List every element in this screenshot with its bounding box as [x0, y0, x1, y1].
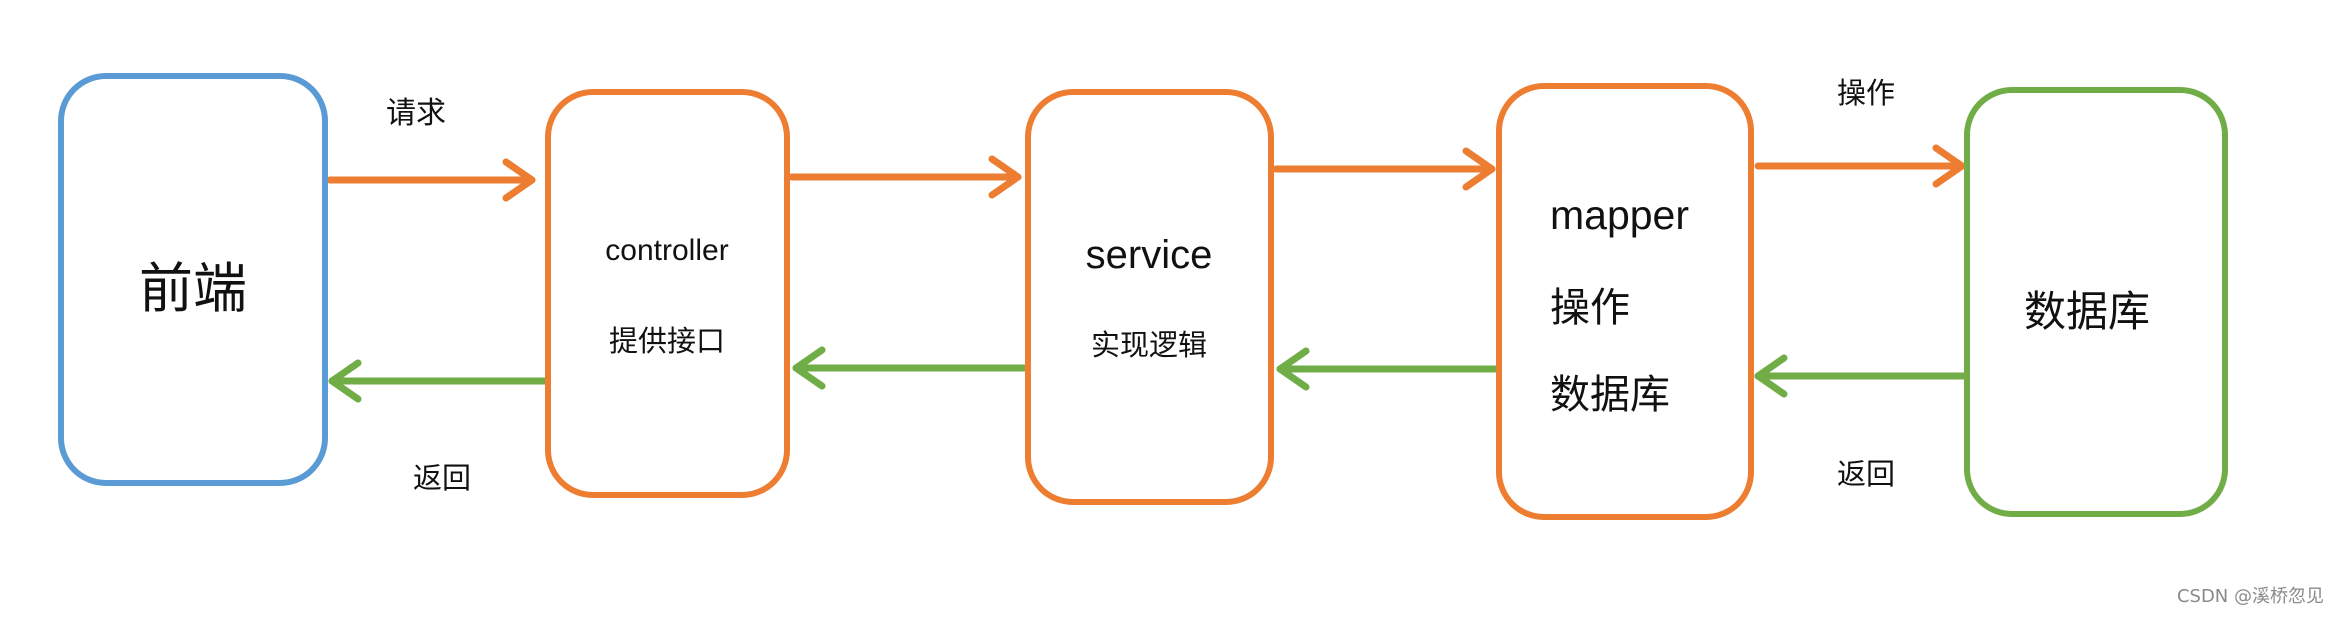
mapper-line2: 操作 [1550, 285, 1630, 331]
arrow-frontend-to-controller [326, 158, 536, 202]
service-node [1025, 89, 1274, 505]
service-title: service [1085, 233, 1213, 277]
controller-node [545, 89, 790, 498]
mapper-title: mapper [1550, 192, 1690, 238]
edge-label-request: 请求 [386, 96, 446, 131]
frontend-node [58, 73, 328, 486]
arrow-service-to-controller [792, 346, 1029, 390]
arrow-mapper-to-database [1754, 144, 1966, 188]
database-label: 数据库 [2023, 287, 2151, 336]
edge-label-return-left: 返回 [413, 461, 472, 495]
arrow-service-to-mapper [1272, 147, 1496, 191]
mapper-line3: 数据库 [1550, 372, 1670, 418]
edge-label-return-right: 返回 [1837, 457, 1896, 491]
arrow-controller-to-service [788, 155, 1022, 199]
watermark: CSDN @溪桥忽见 [2176, 586, 2324, 607]
arrow-database-to-mapper [1754, 354, 1968, 398]
database-node [1964, 87, 2228, 517]
arrow-mapper-to-service [1276, 347, 1500, 391]
controller-subtitle: 提供接口 [608, 324, 726, 358]
edge-label-operate: 操作 [1837, 76, 1896, 110]
service-subtitle: 实现逻辑 [1090, 328, 1208, 362]
controller-title: controller [605, 234, 729, 267]
arrow-controller-to-frontend [328, 359, 549, 403]
frontend-label: 前端 [139, 257, 247, 320]
mapper-node [1496, 83, 1754, 520]
